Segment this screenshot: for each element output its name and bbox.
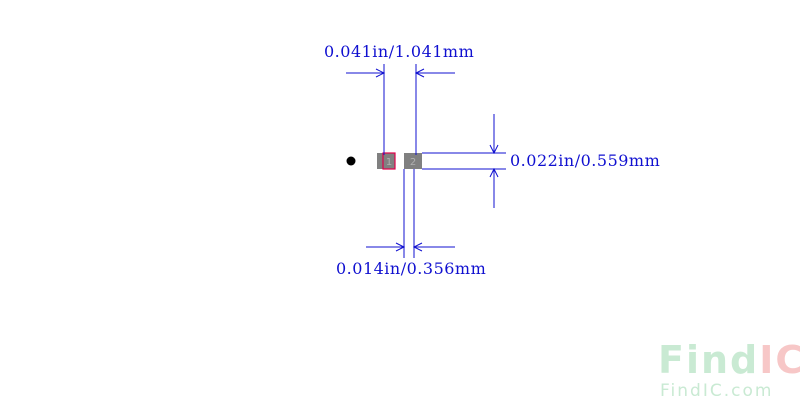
pad-2-label: 2 [410, 157, 416, 168]
pad-2 [404, 153, 422, 169]
pad-gap-dimension-label: 0.014in/0.356mm [336, 259, 487, 278]
watermark-brand-find: Find [658, 338, 760, 382]
pad-1-outline [382, 152, 396, 170]
findic-watermark-url: FindIC.com [660, 381, 774, 401]
pad-height-dimension-label: 0.022in/0.559mm [510, 151, 661, 170]
pad-pitch-dimension-label: 0.041in/1.041mm [324, 42, 475, 61]
watermark-brand-ic: IC [759, 338, 800, 382]
dimension-lines [346, 64, 506, 258]
findic-watermark-logo: FindIC [658, 338, 800, 382]
pad-1-label: 1 [386, 157, 392, 168]
pad-1 [377, 153, 395, 169]
pin1-marker-dot [346, 156, 356, 166]
